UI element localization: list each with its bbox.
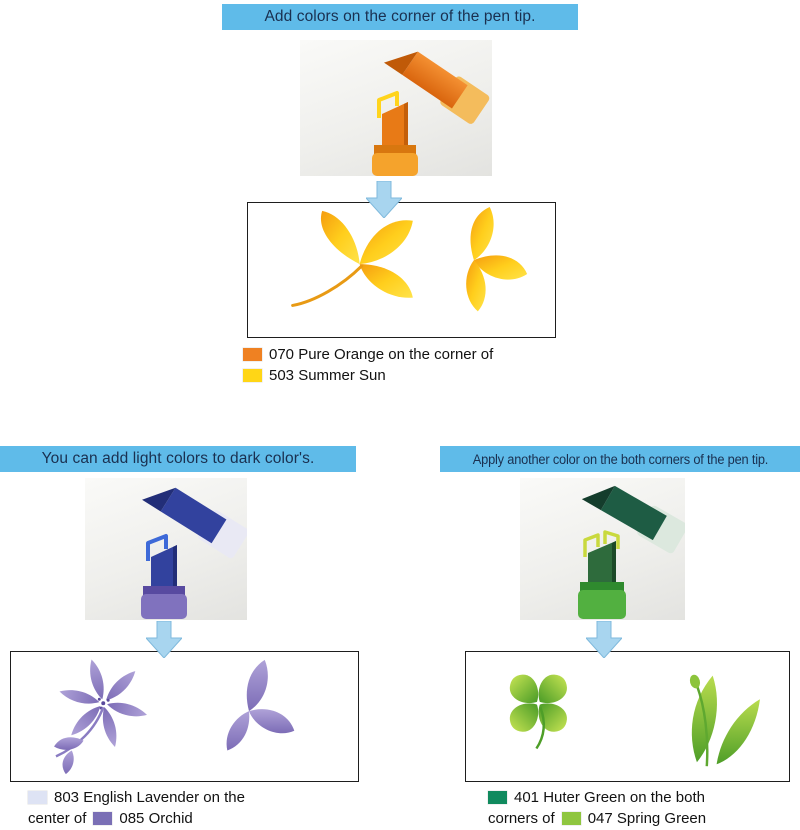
color-label: 503 Summer Sun: [269, 367, 386, 384]
legend-line: 503 Summer Sun: [243, 365, 493, 386]
color-label: 401 Huter Green on the both: [514, 789, 705, 806]
color-label-prefix: center of: [28, 810, 87, 827]
color-legend-purple: 803 English Lavender on the center of 08…: [28, 787, 245, 829]
down-arrow-icon: [146, 621, 182, 658]
color-swatch: [28, 791, 47, 804]
banner-add-corner-color: Add colors on the corner of the pen tip.: [222, 4, 578, 30]
color-swatch: [561, 812, 581, 825]
banner-text: Apply another color on the both corners …: [472, 451, 768, 467]
banner-light-on-dark: You can add light colors to dark color's…: [0, 446, 356, 472]
pen-photo-purple: [85, 478, 247, 620]
example-artwork-green: [465, 651, 790, 782]
legend-line: corners of 047 Spring Green: [488, 808, 706, 829]
banner-text: Add colors on the corner of the pen tip.: [264, 8, 536, 25]
color-swatch: [243, 369, 262, 382]
yellow-flowers-drawing: [291, 206, 528, 312]
color-swatch: [93, 812, 113, 825]
color-swatch: [243, 348, 262, 361]
color-label: 085 Orchid: [119, 810, 193, 827]
color-swatch: [488, 791, 507, 804]
example-artwork-purple: [10, 651, 359, 782]
legend-line: 070 Pure Orange on the corner of: [243, 344, 493, 365]
down-arrow-icon: [366, 181, 402, 218]
legend-line: 401 Huter Green on the both: [488, 787, 706, 808]
banner-both-corners: Apply another color on the both corners …: [440, 446, 800, 472]
color-label: 803 English Lavender on the: [54, 789, 245, 806]
green-pen-illustration: [578, 485, 685, 619]
color-legend-orange: 070 Pure Orange on the corner of 503 Sum…: [243, 344, 493, 386]
color-label-prefix: corners of: [488, 810, 555, 827]
green-clover-drawing: [509, 674, 760, 767]
purple-pen-illustration: [141, 487, 247, 619]
color-label: 047 Spring Green: [587, 810, 707, 827]
down-arrow-icon: [586, 621, 622, 658]
legend-line: center of 085 Orchid: [28, 808, 245, 829]
orange-pen-illustration: [372, 51, 490, 176]
example-artwork-yellow: [247, 202, 556, 338]
purple-flowers-drawing: [54, 659, 295, 775]
color-legend-green: 401 Huter Green on the both corners of 0…: [488, 787, 706, 829]
legend-line: 803 English Lavender on the: [28, 787, 245, 808]
pen-photo-green: [520, 478, 685, 620]
banner-text: You can add light colors to dark color's…: [41, 450, 315, 467]
pen-photo-orange: [300, 40, 492, 176]
color-label: 070 Pure Orange on the corner of: [269, 346, 494, 363]
